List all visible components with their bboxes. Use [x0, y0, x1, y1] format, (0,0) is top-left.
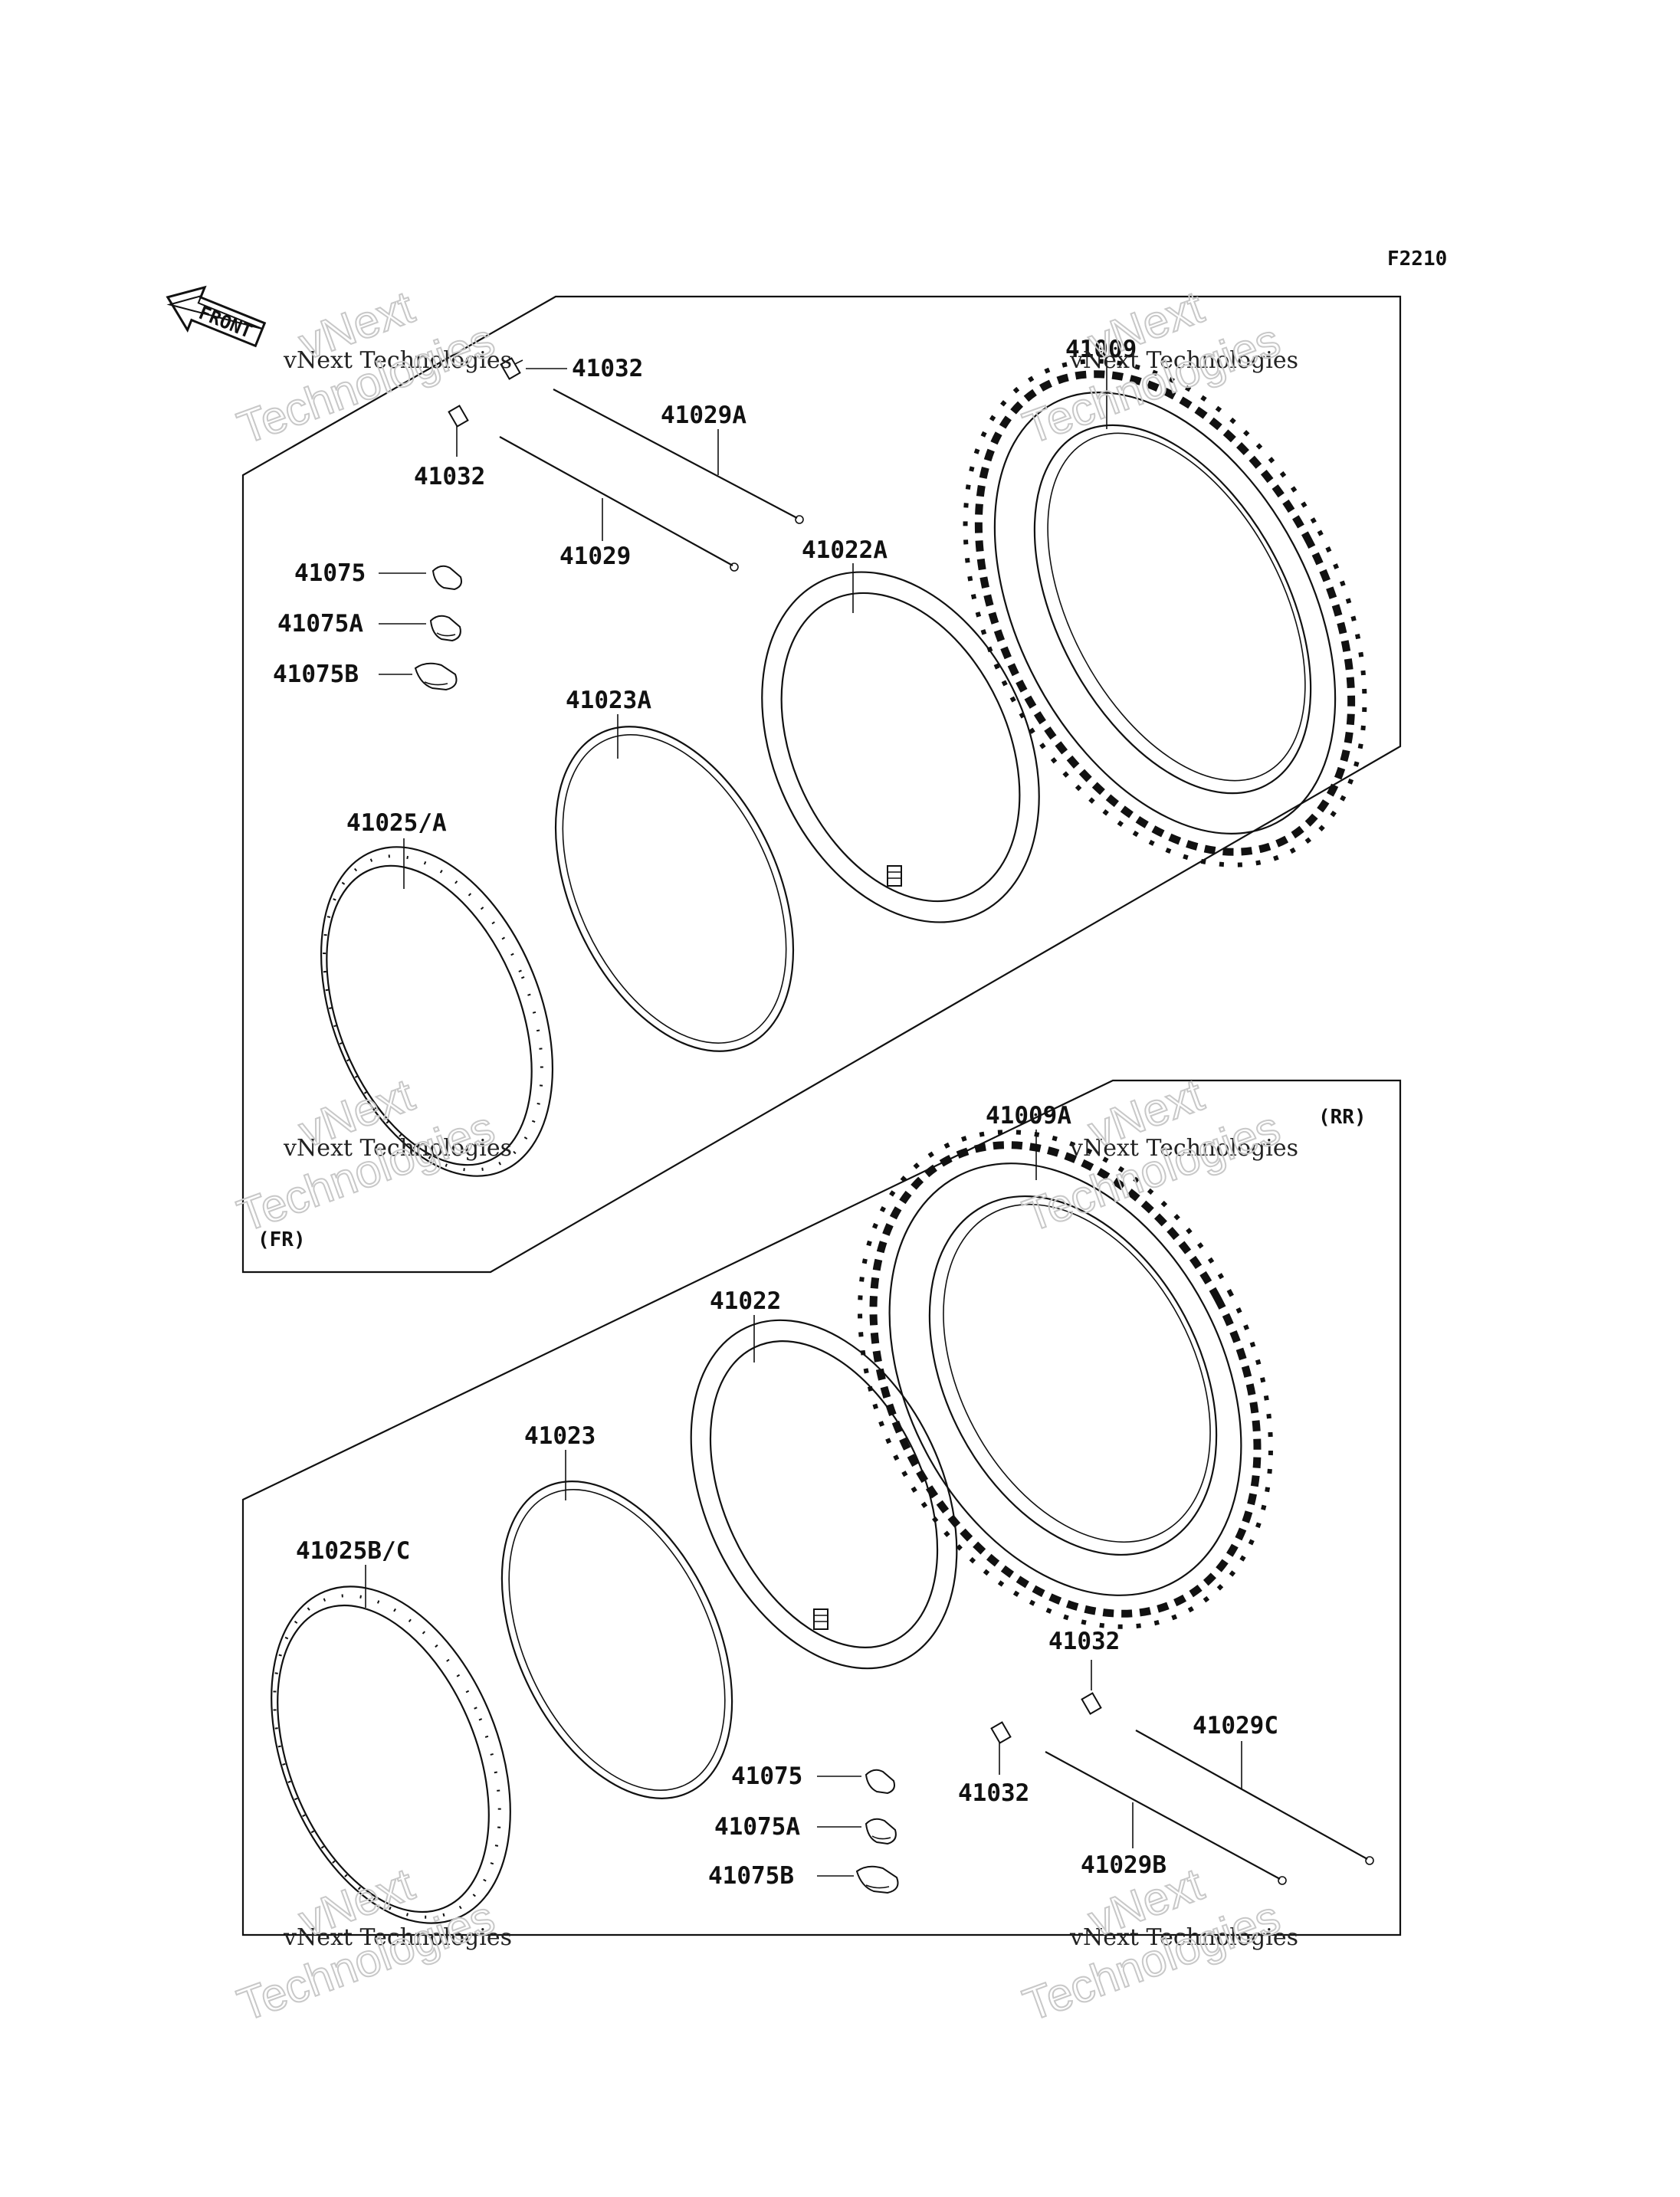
- watermark: vNext Technologies vNext Technologies: [231, 280, 512, 455]
- label-rear-nipple-left: 41032: [958, 1779, 1029, 1807]
- label-front-tire: 41009: [1065, 336, 1137, 363]
- rear-nipple-top-icon: [1081, 1692, 1102, 1715]
- watermark: vNext Technologies vNext Technologies: [1016, 1068, 1298, 1243]
- label-rear-spoke-c: 41029C: [1193, 1712, 1278, 1740]
- watermark: vNext Technologies vNext Technologies: [1016, 280, 1298, 455]
- rear-spoke-c: [1135, 1730, 1368, 1860]
- front-rim-band: [554, 726, 795, 1052]
- label-front-rim-band: 41023A: [566, 687, 651, 714]
- watermark: vNext Technologies vNext Technologies: [1016, 1858, 1298, 2032]
- rear-nipple-left-icon: [990, 1721, 1012, 1744]
- label-rear-rim: 41025B/C: [296, 1537, 410, 1565]
- front-rim-lock-b-icon: [414, 662, 458, 691]
- front-section-label: (FR): [258, 1228, 306, 1251]
- label-rear-rim-lock-b: 41075B: [708, 1862, 794, 1890]
- rear-section-label: (RR): [1318, 1106, 1367, 1129]
- rear-section-frame: [241, 1079, 1402, 1936]
- watermark: vNext Technologies vNext Technologies: [231, 1068, 512, 1243]
- label-rear-tube: 41022: [710, 1287, 781, 1315]
- rear-rim-band: [500, 1481, 733, 1799]
- svg-text:vNext Technologies: vNext Technologies: [283, 347, 512, 374]
- front-spoke: [499, 436, 733, 566]
- watermark: vNext Technologies vNext Technologies: [231, 1858, 512, 2032]
- label-front-tube: 41022A: [802, 536, 888, 564]
- svg-text:vNext Technologies: vNext Technologies: [1069, 347, 1298, 374]
- label-front-spoke: 41029: [559, 543, 631, 570]
- label-rear-spoke-b: 41029B: [1081, 1851, 1166, 1879]
- svg-text:vNext Technologies: vNext Technologies: [1069, 1924, 1298, 1951]
- label-rear-tire: 41009A: [986, 1102, 1071, 1130]
- label-rear-rim-lock: 41075: [731, 1763, 802, 1790]
- label-front-nipple-top: 41032: [572, 355, 643, 382]
- rear-rim-lock-b-icon: [855, 1865, 899, 1894]
- label-front-rim-lock-b: 41075B: [273, 661, 359, 688]
- front-spoke-a: [553, 389, 798, 519]
- label-rear-rim-lock-a: 41075A: [714, 1813, 800, 1841]
- rear-rim-lock-icon: [865, 1769, 895, 1795]
- front-rim-lock-icon: [431, 565, 462, 591]
- front-tire: [963, 359, 1367, 867]
- label-rear-rim-band: 41023: [524, 1422, 596, 1450]
- front-nipple-top-icon: [500, 357, 523, 380]
- label-front-spoke-a: 41029A: [661, 402, 746, 429]
- rear-spoke-b: [1045, 1751, 1281, 1880]
- label-front-rim: 41025/A: [346, 809, 447, 837]
- svg-text:vNext Technologies: vNext Technologies: [283, 1135, 512, 1162]
- front-tube: [761, 571, 1040, 923]
- svg-text:vNext Technologies: vNext Technologies: [1069, 1135, 1298, 1162]
- label-front-rim-lock: 41075: [294, 559, 366, 587]
- front-arrow-icon: FRONT: [166, 285, 267, 348]
- figure-code: F2210: [1387, 248, 1447, 271]
- rear-rim-lock-a-icon: [865, 1818, 897, 1845]
- label-front-rim-lock-a: 41075A: [277, 610, 363, 638]
- label-rear-nipple-top: 41032: [1048, 1628, 1120, 1655]
- front-nipple-left-icon: [448, 405, 469, 428]
- rear-tube: [690, 1319, 958, 1670]
- svg-text:vNext Technologies: vNext Technologies: [283, 1924, 512, 1951]
- rear-rim: [271, 1585, 511, 1924]
- rear-tire: [858, 1130, 1273, 1629]
- front-section-frame: [241, 295, 1402, 1274]
- front-rim-lock-a-icon: [429, 615, 461, 642]
- label-front-nipple-left: 41032: [414, 463, 485, 490]
